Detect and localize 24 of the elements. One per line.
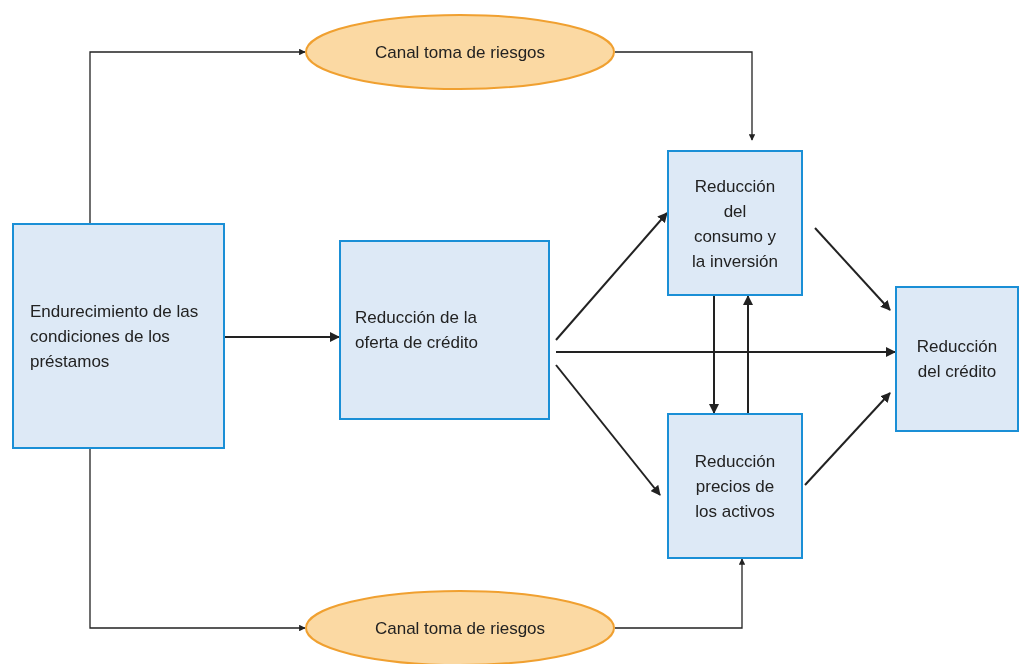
node-text: Reducción del crédito xyxy=(915,336,999,383)
arrow xyxy=(804,392,891,486)
arrow xyxy=(89,448,306,632)
process-box xyxy=(12,223,225,449)
node-text: Reducción del consumo y la inversión xyxy=(691,176,779,273)
process-box xyxy=(667,413,803,559)
node-text: Canal toma de riesgos xyxy=(374,41,546,64)
arrow xyxy=(743,295,753,414)
arrow xyxy=(614,51,756,141)
arrow xyxy=(555,347,896,357)
node-text: Endurecimiento de las condiciones de los préstamos xyxy=(30,300,200,373)
node-text: Reducción precios de los activos xyxy=(693,451,777,523)
arrow xyxy=(89,48,306,224)
process-box xyxy=(667,150,803,296)
arrow xyxy=(555,364,661,496)
arrow xyxy=(709,295,719,414)
arrow xyxy=(555,212,668,341)
arrow xyxy=(224,332,340,342)
process-box xyxy=(339,240,550,420)
arrow xyxy=(614,558,746,629)
node-text: Reducción de la oferta de crédito xyxy=(355,307,479,354)
node-text: Canal toma de riesgos xyxy=(374,617,546,640)
process-box xyxy=(895,286,1019,432)
arrow xyxy=(814,227,891,311)
